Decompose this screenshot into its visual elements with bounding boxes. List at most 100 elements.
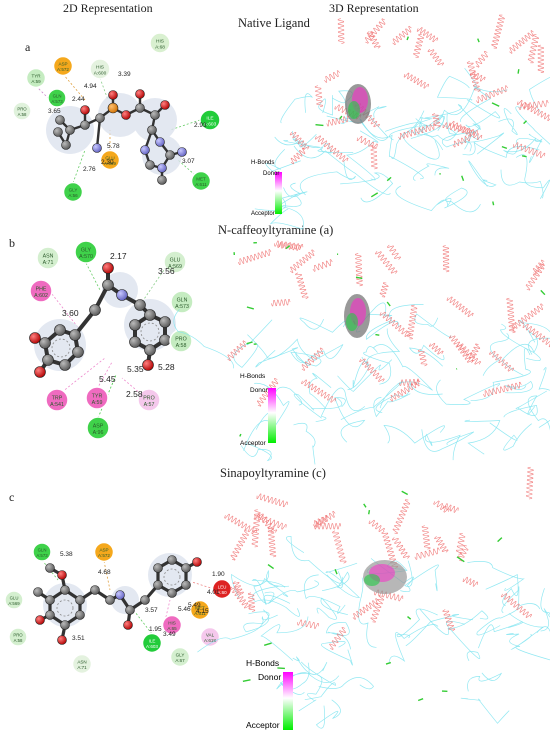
coil-strand bbox=[318, 677, 374, 690]
alpha-helix bbox=[470, 343, 481, 359]
alpha-helix bbox=[375, 251, 398, 274]
hbond-legend-b: H-Bonds Donor Acceptor bbox=[240, 373, 276, 447]
beta-strand bbox=[375, 333, 380, 336]
alpha-helix bbox=[289, 131, 310, 150]
residue-disc bbox=[169, 646, 191, 668]
panel-a-title: Native Ligand bbox=[238, 16, 310, 30]
coil-strand bbox=[173, 309, 234, 369]
alpha-helix bbox=[224, 513, 258, 535]
alpha-helix bbox=[267, 526, 277, 558]
beta-strand bbox=[492, 201, 495, 206]
residue-disc bbox=[86, 416, 110, 440]
alpha-helix bbox=[476, 85, 509, 104]
beta-strand bbox=[501, 145, 508, 150]
alpha-helix bbox=[399, 378, 420, 386]
coil-strand bbox=[489, 422, 532, 451]
coil-strand bbox=[316, 597, 348, 620]
residue-name: ILE bbox=[149, 639, 156, 644]
residue-name: PHE bbox=[36, 287, 47, 293]
coil-strand bbox=[247, 334, 316, 361]
alpha-helix bbox=[469, 71, 486, 82]
alpha-helix bbox=[532, 259, 545, 275]
coil-strand bbox=[467, 561, 525, 591]
residue-name: ASP bbox=[58, 62, 67, 67]
alpha-helix bbox=[337, 18, 345, 44]
alpha-helix bbox=[368, 519, 385, 532]
legend-c-title: H-Bonds bbox=[246, 658, 279, 668]
coil-strand bbox=[315, 387, 366, 423]
residue-name: TYR bbox=[31, 74, 41, 79]
coil-strand bbox=[485, 574, 519, 607]
distance-label: 1.95 bbox=[149, 626, 162, 633]
coil-strand bbox=[391, 131, 444, 159]
distance-layer: 3.394.943.652.445.782.302.762.933.072.17… bbox=[48, 71, 225, 642]
coil-strand bbox=[421, 429, 475, 452]
beta-strand bbox=[277, 667, 285, 670]
coil-strand bbox=[464, 130, 505, 155]
residue-name: GLY bbox=[176, 653, 185, 658]
residue-disc bbox=[137, 388, 161, 412]
legend-b-acceptor: Acceptor bbox=[240, 440, 266, 447]
alpha-helix bbox=[403, 72, 430, 89]
beta-strand bbox=[264, 642, 272, 646]
legend-b-title: H-Bonds bbox=[240, 373, 266, 380]
protein-c-3d bbox=[197, 466, 550, 729]
residue-disc bbox=[8, 627, 28, 647]
alpha-helix bbox=[387, 244, 401, 260]
coil-strand bbox=[233, 319, 273, 368]
coil-strand bbox=[337, 359, 393, 392]
residue-number: A:572 bbox=[57, 67, 69, 72]
residue-number: A:58 bbox=[14, 638, 23, 643]
residue-number: A:60 bbox=[217, 590, 227, 595]
residue-name: PRO bbox=[175, 337, 186, 343]
alpha-helix bbox=[379, 311, 411, 337]
alpha-helix bbox=[462, 576, 479, 587]
coil-strand bbox=[464, 419, 501, 455]
residue-disc bbox=[47, 88, 67, 108]
coil-strand bbox=[251, 579, 291, 605]
distance-label: 2.93 bbox=[194, 122, 207, 129]
coil-strand bbox=[436, 379, 501, 405]
coil-strand bbox=[307, 344, 344, 361]
header-3d: 3D Representation bbox=[329, 1, 419, 15]
residue-number: A:68 bbox=[155, 44, 165, 50]
residue-name: ASP bbox=[99, 548, 108, 553]
alpha-helix bbox=[355, 253, 363, 287]
residue-number: A:569 bbox=[168, 264, 182, 270]
coil-strand bbox=[303, 574, 346, 614]
residue-name: HIS bbox=[168, 621, 176, 626]
coil-strand bbox=[293, 393, 343, 419]
beta-strand bbox=[406, 36, 409, 41]
protein-b-3d bbox=[173, 240, 550, 465]
ligand-c-atoms bbox=[33, 555, 202, 645]
distance-label: 4.15 bbox=[196, 608, 209, 615]
coil-strand bbox=[317, 142, 354, 154]
residue-disc bbox=[29, 279, 53, 303]
residue-disc bbox=[189, 599, 211, 621]
beta-strand bbox=[497, 537, 503, 543]
beta-strand bbox=[521, 155, 527, 158]
coil-strand bbox=[365, 304, 424, 340]
coil-strand bbox=[506, 633, 550, 661]
alpha-helix bbox=[374, 589, 404, 602]
coil-strand bbox=[515, 154, 550, 199]
alpha-helix bbox=[452, 134, 472, 148]
distance-label: 5.45 bbox=[99, 374, 116, 384]
alpha-helix bbox=[237, 249, 272, 265]
residue-number: A:570 bbox=[79, 254, 93, 260]
panel-c-label: c bbox=[9, 490, 15, 504]
beta-strand bbox=[246, 306, 254, 310]
residue-name: VAL bbox=[206, 633, 215, 638]
residue-name: GLN bbox=[53, 94, 62, 99]
residue-disc bbox=[71, 653, 93, 675]
coil-strand bbox=[412, 163, 450, 181]
